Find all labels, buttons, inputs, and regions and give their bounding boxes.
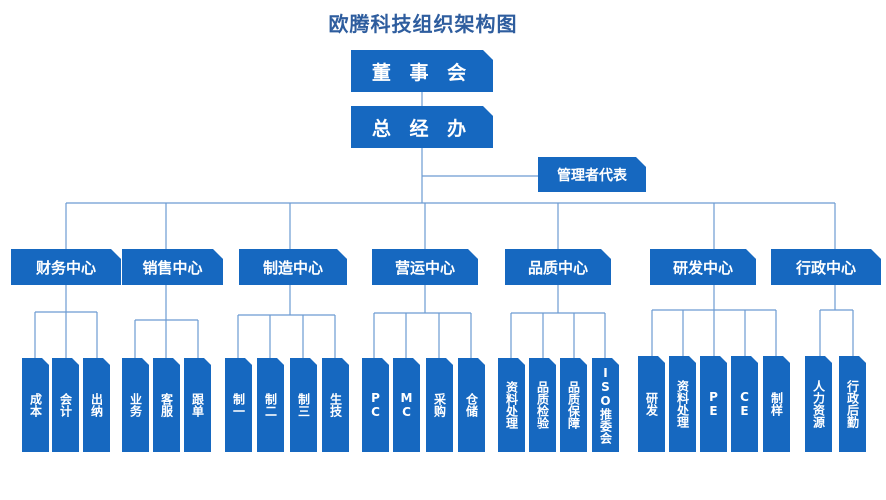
department-box: 资料处理 xyxy=(498,358,525,452)
center-box: 品质中心 xyxy=(505,249,611,285)
department-box: PE xyxy=(700,356,727,452)
department-box: 人力资源 xyxy=(805,356,832,452)
department-box: PC xyxy=(362,358,389,452)
department-box: 制样 xyxy=(763,356,790,452)
center-box: 制造中心 xyxy=(239,249,347,285)
department-box: 出纳 xyxy=(83,358,110,452)
center-box: 销售中心 xyxy=(122,249,223,285)
department-box: 制三 xyxy=(290,358,317,452)
department-box: 研发 xyxy=(638,356,665,452)
department-box: 会计 xyxy=(52,358,79,452)
general-office-box: 总 经 办 xyxy=(351,106,493,148)
department-box: 制二 xyxy=(257,358,284,452)
department-box: 跟单 xyxy=(184,358,211,452)
chart-title: 欧腾科技组织架构图 xyxy=(328,12,518,36)
center-box: 研发中心 xyxy=(650,249,756,285)
department-box: ISO推委会 xyxy=(592,358,619,452)
department-box: 生技 xyxy=(322,358,349,452)
department-box: 采购 xyxy=(426,358,453,452)
department-box: MC xyxy=(393,358,420,452)
department-box: 品质保障 xyxy=(560,358,587,452)
department-box: CE xyxy=(731,356,758,452)
department-box: 制一 xyxy=(225,358,252,452)
center-box: 行政中心 xyxy=(771,249,881,285)
department-box: 成本 xyxy=(22,358,49,452)
department-box: 客服 xyxy=(153,358,180,452)
center-box: 财务中心 xyxy=(11,249,121,285)
center-box: 营运中心 xyxy=(372,249,478,285)
department-box: 品质检验 xyxy=(529,358,556,452)
department-box: 业务 xyxy=(122,358,149,452)
board-box: 董 事 会 xyxy=(351,50,493,92)
department-box: 仓储 xyxy=(458,358,485,452)
management-rep-box: 管理者代表 xyxy=(538,157,646,192)
department-box: 行政后勤 xyxy=(839,356,866,452)
department-box: 资料处理 xyxy=(669,356,696,452)
